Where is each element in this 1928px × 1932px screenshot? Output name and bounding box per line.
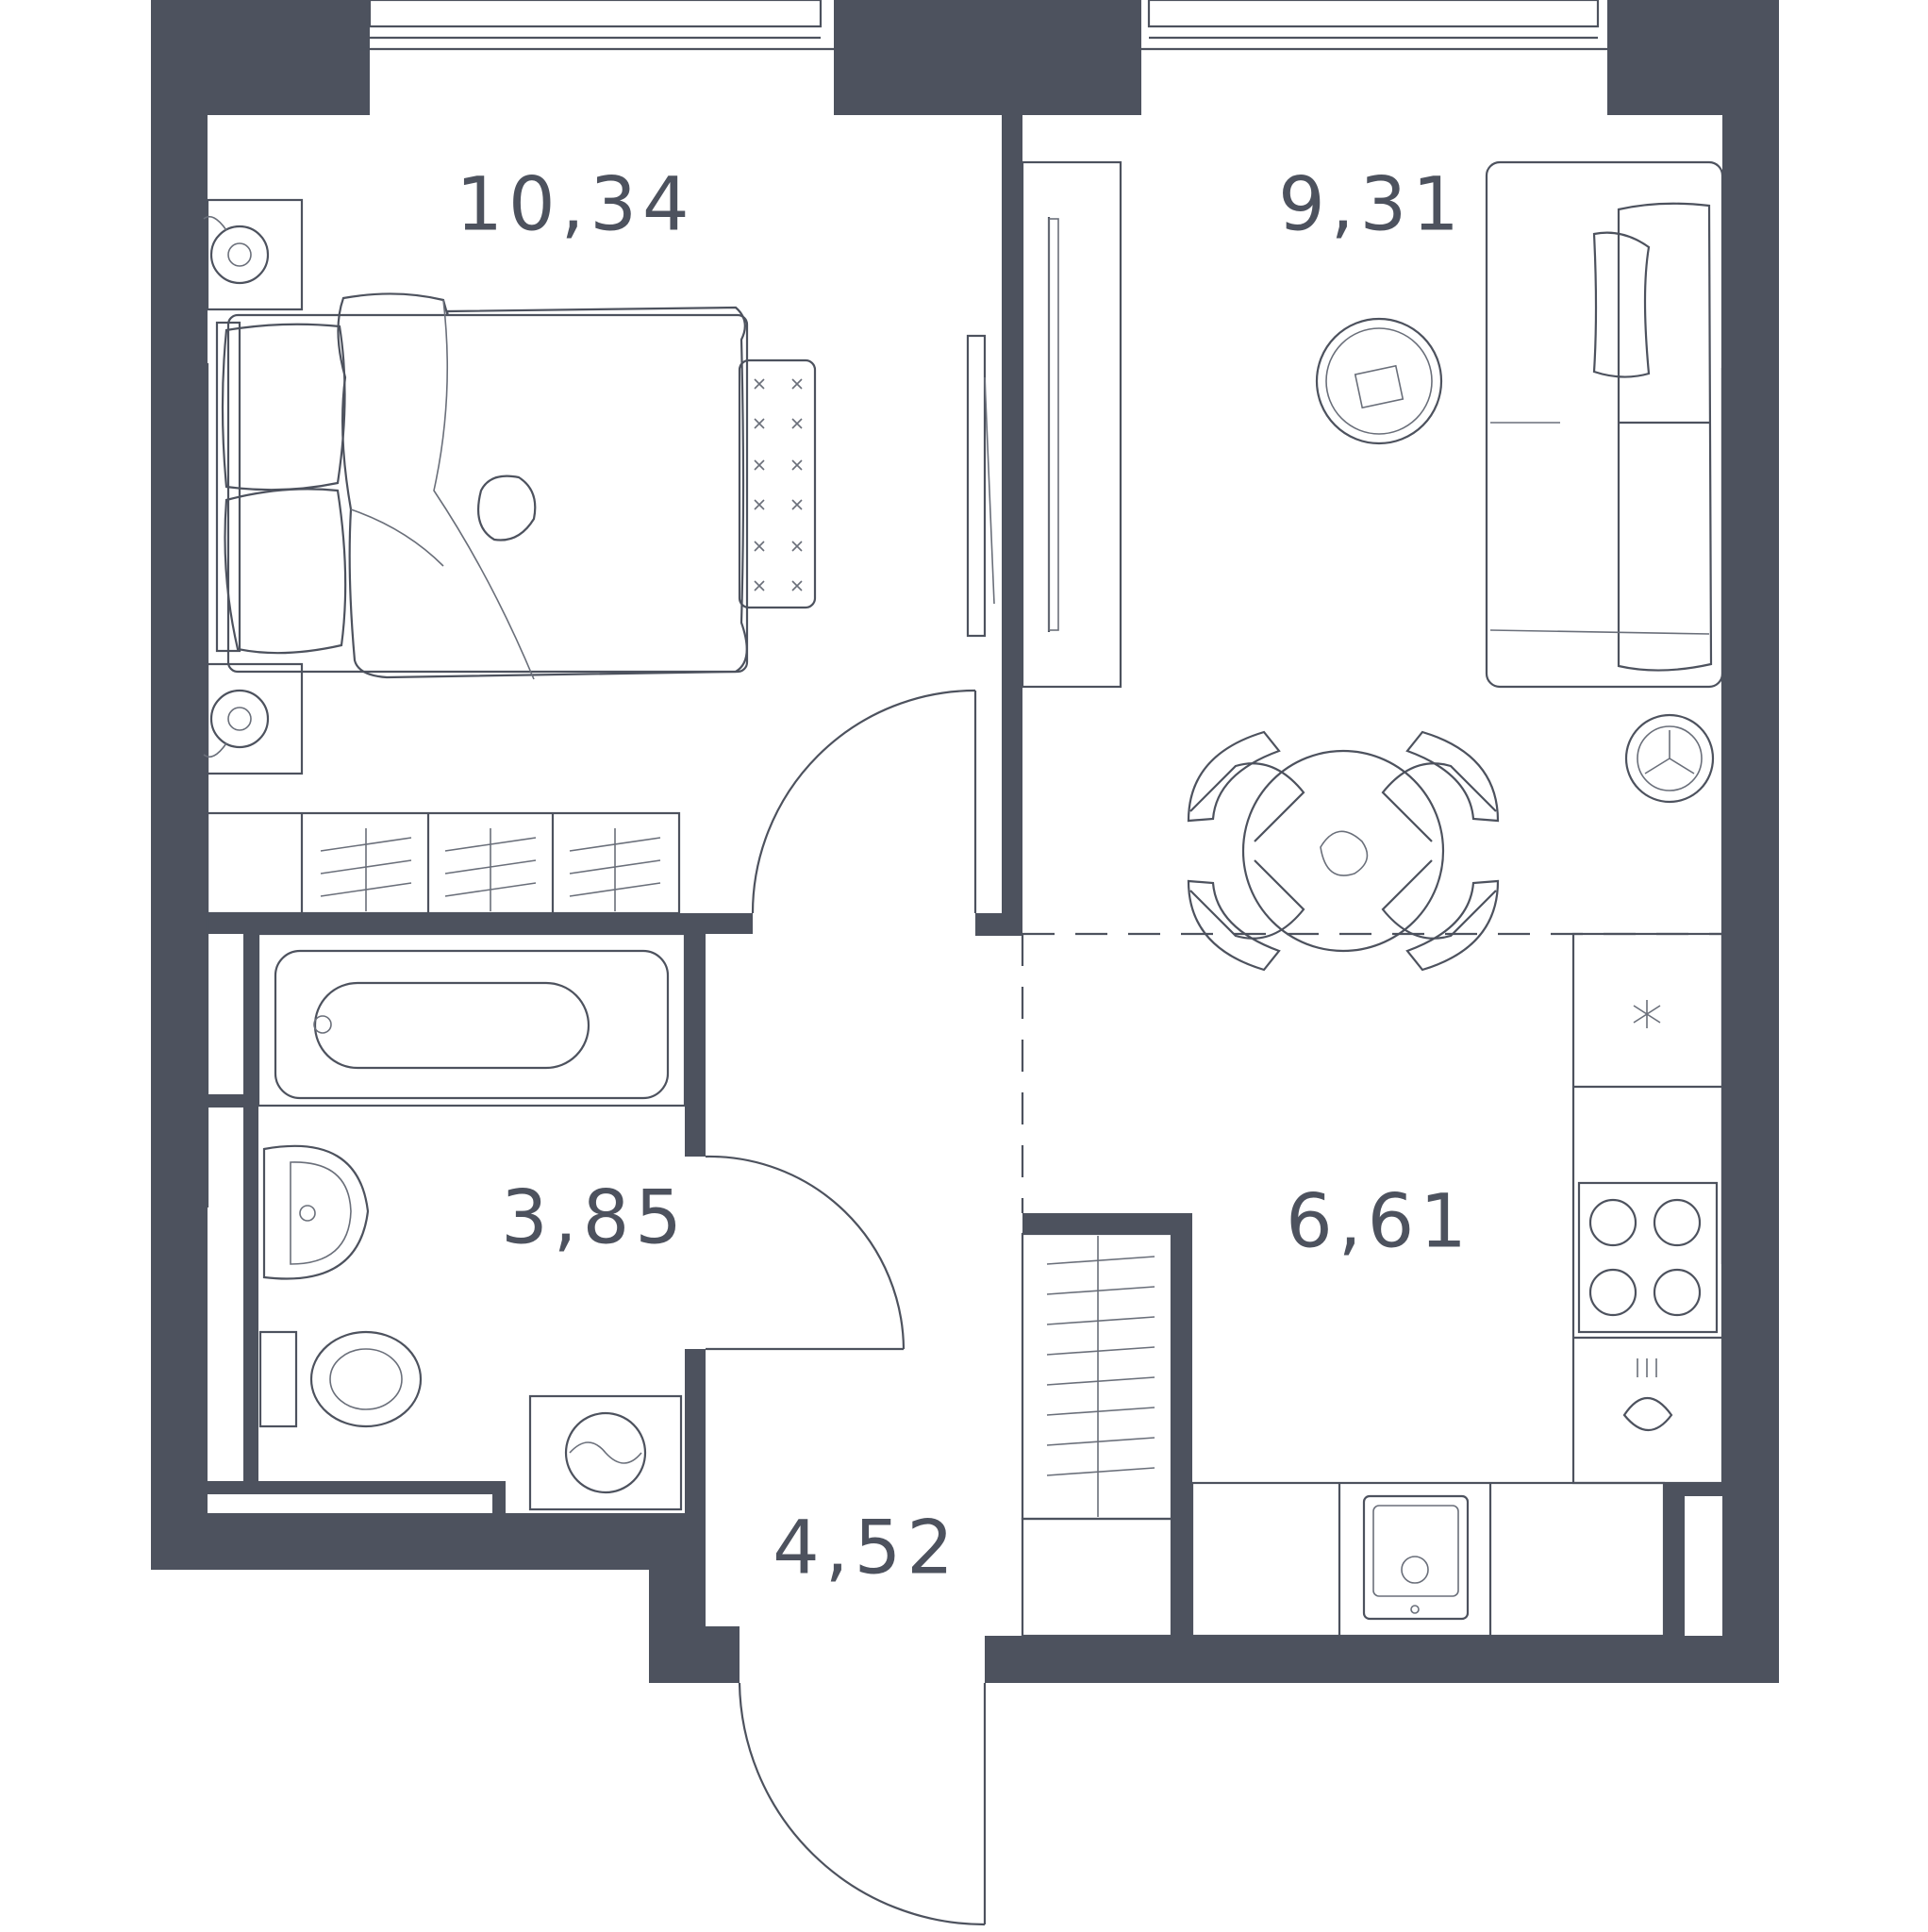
windows (206, 0, 1724, 1264)
room-area-living-room: 9,31 (1278, 162, 1465, 247)
living-furniture (1021, 160, 1724, 972)
dining-chairs (1187, 730, 1500, 972)
hallway-wardrobe (1021, 1232, 1173, 1638)
walls (151, 0, 1779, 1683)
kitchen-fixtures (1190, 932, 1724, 1638)
room-area-bathroom: 3,85 (501, 1175, 688, 1260)
bedroom-furniture (203, 198, 995, 915)
bathroom-fixtures (257, 932, 687, 1511)
doors (705, 689, 987, 1926)
bench-pattern (754, 378, 803, 591)
room-area-bedroom: 10,34 (456, 162, 694, 247)
room-area-hallway: 4,52 (773, 1506, 959, 1591)
room-area-kitchen: 6,61 (1286, 1179, 1472, 1264)
